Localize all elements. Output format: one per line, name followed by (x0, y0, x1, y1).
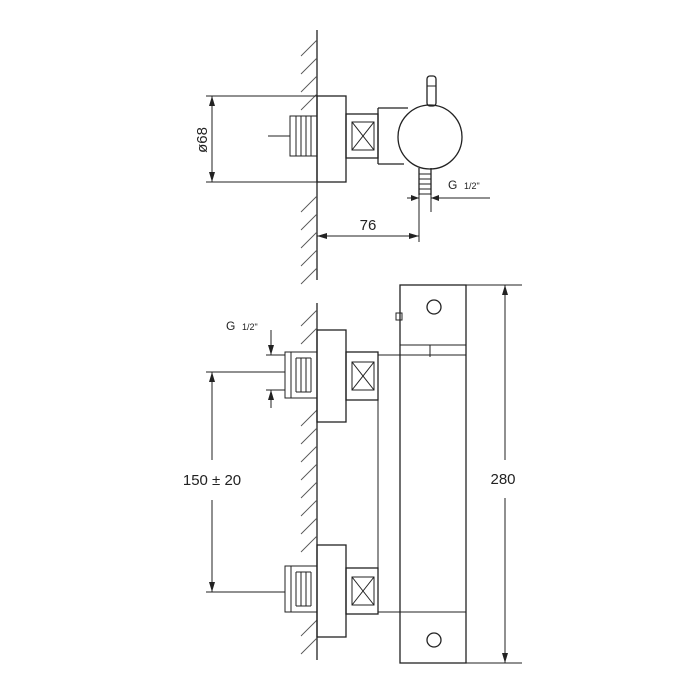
depth-label: 76 (360, 217, 377, 234)
wall-hatch-top (300, 39, 318, 285)
center-distance-label: 150 ± 20 (183, 472, 241, 489)
front-view: G 1/2" 150 ± 20 280 (183, 284, 522, 664)
handle-knob-top (397, 104, 463, 170)
rosette-top (316, 95, 347, 183)
nut-top (345, 113, 379, 159)
lower-handle-hole (426, 632, 442, 648)
rosette-upper (316, 329, 347, 423)
center-distance-dimension (209, 372, 215, 592)
body-housing-top (378, 107, 408, 165)
thread-dimension-side (266, 330, 285, 408)
nut-lower (345, 567, 379, 615)
diameter-dimension (206, 95, 317, 183)
wall-connector-upper (206, 351, 318, 399)
top-view: ø68 G 1/2" 76 (194, 30, 490, 285)
depth-dimension (317, 212, 420, 242)
wall-hatch-front (300, 309, 318, 655)
thermostat-body (378, 284, 467, 664)
thread-label-side-fraction: 1/2" (242, 322, 258, 332)
thread-label-top-fraction: 1/2" (464, 181, 480, 191)
upper-handle-hole (426, 299, 442, 315)
rosette-lower (316, 544, 347, 638)
wall-connector-lower (206, 565, 318, 613)
thread-dimension-top (407, 195, 490, 212)
outlet-top (418, 168, 432, 195)
thread-label-top-prefix: G (448, 178, 457, 192)
diameter-label: ø68 (194, 127, 211, 153)
wall-connector-top (268, 115, 318, 157)
lever-top (426, 75, 437, 107)
height-dimension (466, 284, 522, 664)
thread-label-side-prefix: G (226, 319, 235, 333)
nut-upper (345, 351, 379, 401)
height-label: 280 (490, 471, 515, 488)
